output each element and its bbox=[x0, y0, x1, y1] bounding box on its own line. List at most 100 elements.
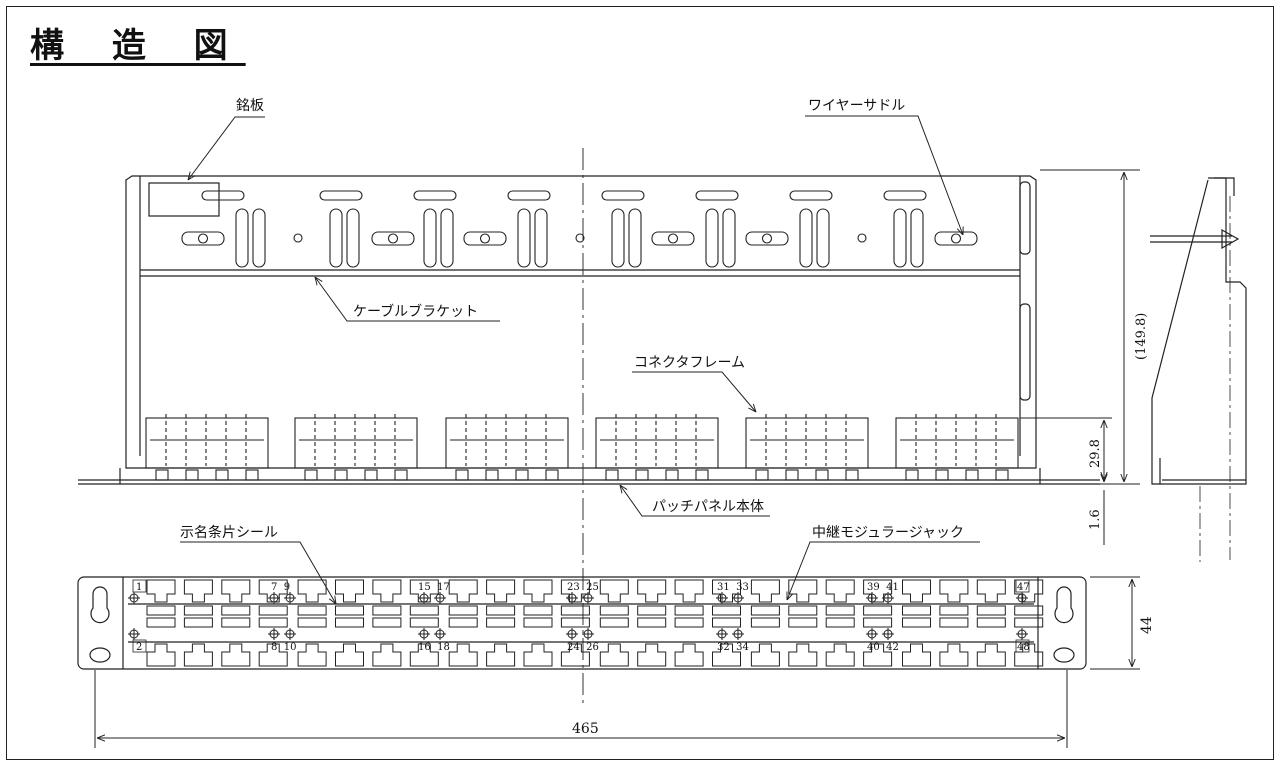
saddle-hole bbox=[479, 233, 491, 244]
vertical-slot bbox=[517, 208, 531, 268]
vertical-slot bbox=[534, 208, 548, 268]
label-strip bbox=[863, 605, 893, 616]
vertical-slot bbox=[722, 208, 736, 268]
vertical-slot bbox=[611, 208, 625, 268]
label-strip bbox=[902, 617, 931, 628]
label-strip bbox=[825, 605, 855, 616]
horizontal-slot bbox=[789, 190, 833, 201]
jack-body bbox=[215, 469, 229, 481]
callout-cable-bracket: ケーブルブラケット bbox=[353, 303, 478, 320]
dim-frame-height: 29.8 bbox=[1088, 439, 1103, 468]
vertical-slot bbox=[893, 208, 907, 268]
jack-top bbox=[674, 579, 704, 603]
jack-bottom bbox=[788, 643, 818, 667]
dim-panel-height: 44 bbox=[1139, 616, 1155, 634]
jack-top bbox=[146, 579, 176, 603]
vertical-slot bbox=[423, 208, 437, 268]
jack-bottom bbox=[637, 643, 667, 667]
label-strip bbox=[599, 617, 629, 628]
jack-bottom bbox=[863, 643, 893, 667]
callout-panel-body: パッチパネル本体 bbox=[652, 499, 764, 515]
dim-plate-thickness: 1.6 bbox=[1088, 509, 1103, 530]
jack-bottom bbox=[750, 643, 780, 667]
saddle-hole bbox=[761, 233, 773, 244]
jack-bottom bbox=[674, 643, 704, 667]
port-pair-bottom-5: 40 42 bbox=[867, 642, 899, 653]
label-strip bbox=[788, 605, 818, 616]
label-strip bbox=[372, 605, 402, 616]
port-pair-bottom-4: 32 34 bbox=[717, 642, 749, 653]
label-strip bbox=[976, 605, 1006, 616]
mount-hole-left bbox=[90, 586, 110, 624]
label-strip bbox=[712, 617, 741, 628]
label-strip bbox=[825, 617, 855, 628]
jack-top bbox=[258, 579, 288, 603]
label-strip bbox=[674, 617, 704, 628]
top-view bbox=[78, 175, 1100, 485]
jack-body bbox=[304, 469, 318, 481]
vertical-slot bbox=[799, 208, 813, 268]
mount-hole-right bbox=[1054, 586, 1074, 624]
vertical-slot bbox=[346, 208, 360, 268]
port-label-boxes bbox=[132, 579, 1030, 653]
horizontal-slot bbox=[695, 190, 739, 201]
jack-top bbox=[372, 579, 402, 603]
dim-height-total: (149.8) bbox=[1134, 313, 1149, 360]
port-pair-top-4: 31 33 bbox=[717, 582, 749, 593]
jack-body bbox=[515, 469, 529, 481]
label-strip bbox=[863, 617, 893, 628]
jack-bottom bbox=[976, 643, 1006, 667]
jack-top bbox=[712, 579, 741, 603]
connector-frame bbox=[294, 417, 418, 469]
label-strip bbox=[335, 605, 364, 616]
vertical-slot bbox=[329, 208, 343, 268]
label-strip bbox=[448, 605, 478, 616]
vertical-slot bbox=[705, 208, 719, 268]
vertical-slot bbox=[252, 208, 266, 268]
label-strip bbox=[183, 605, 213, 616]
jack-bottom bbox=[523, 643, 553, 667]
label-strip bbox=[258, 617, 288, 628]
connector-frame bbox=[595, 417, 719, 469]
jack-top bbox=[448, 579, 478, 603]
jack-top bbox=[560, 579, 590, 603]
label-strip bbox=[409, 605, 439, 616]
jack-bottom bbox=[409, 643, 439, 667]
saddle-hole bbox=[950, 233, 962, 244]
label-strip bbox=[712, 605, 741, 616]
port-label-2: 2 bbox=[136, 642, 142, 653]
callout-connector-frame: コネクタフレーム bbox=[634, 355, 745, 371]
connector-frame bbox=[745, 417, 869, 469]
vertical-slot bbox=[910, 208, 924, 268]
connector-frames bbox=[145, 414, 1019, 481]
jack-top bbox=[939, 579, 969, 603]
port-label-48: 48 bbox=[1017, 642, 1030, 653]
bracket-outline bbox=[125, 175, 1037, 469]
connector-frame bbox=[445, 417, 569, 469]
mount-hole bbox=[575, 233, 585, 243]
jack-top bbox=[902, 579, 931, 603]
jack-body bbox=[245, 469, 259, 481]
label-strip bbox=[297, 617, 327, 628]
saddle-hole bbox=[197, 233, 209, 244]
callout-nameplate: 銘板 bbox=[236, 98, 264, 114]
jack-top bbox=[825, 579, 855, 603]
dim-width: 465 bbox=[572, 721, 599, 737]
jack-body bbox=[364, 469, 378, 481]
connector-frame bbox=[145, 417, 269, 469]
jack-body bbox=[665, 469, 679, 481]
jack-top bbox=[335, 579, 364, 603]
jack-top bbox=[788, 579, 818, 603]
jack-body bbox=[905, 469, 919, 481]
callout-label-strip-seal: 示名条片シール bbox=[180, 524, 278, 541]
jack-body bbox=[635, 469, 649, 481]
jack-bottom bbox=[712, 643, 741, 667]
label-strip bbox=[486, 605, 516, 616]
side-view bbox=[1150, 177, 1247, 562]
jack-top bbox=[523, 579, 553, 603]
label-strip bbox=[939, 605, 969, 616]
saddle-hole bbox=[667, 233, 679, 244]
vertical-slot bbox=[628, 208, 642, 268]
jack-body bbox=[815, 469, 829, 481]
